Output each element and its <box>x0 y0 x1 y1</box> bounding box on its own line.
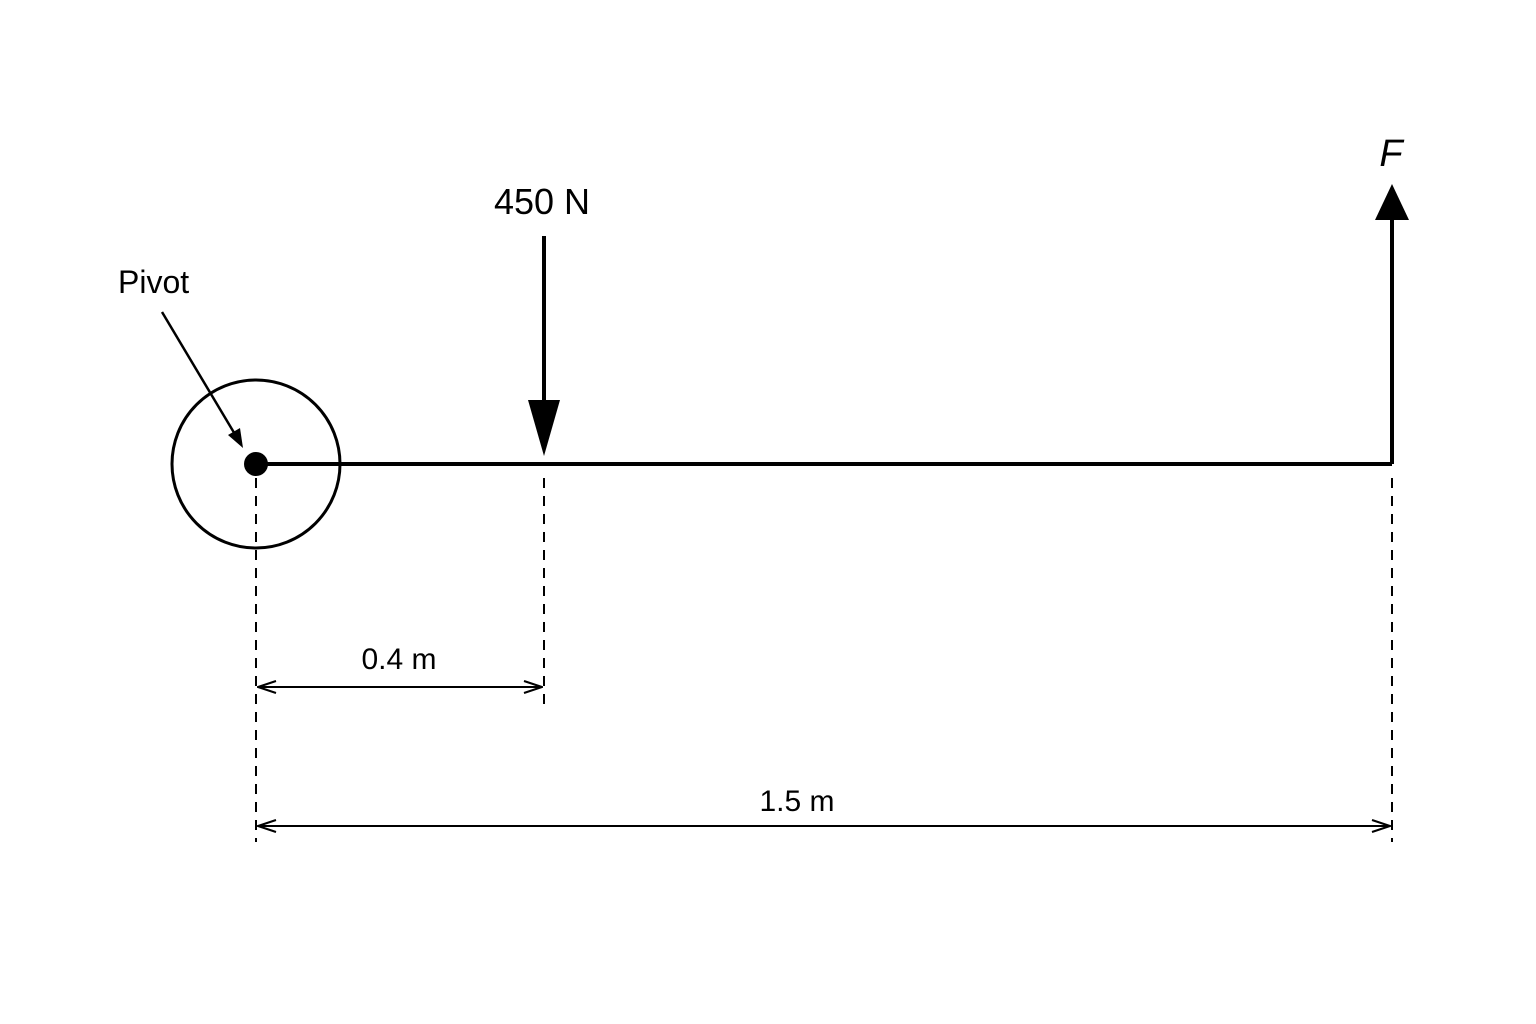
effort-label: F <box>1379 133 1404 175</box>
pivot-pointer-arrow <box>160 311 243 448</box>
pivot-label: Pivot <box>118 264 189 300</box>
effort-arrow <box>1375 184 1409 464</box>
load-label: 450 N <box>494 181 590 222</box>
long-distance-label: 1.5 m <box>759 785 834 818</box>
pivot-point <box>244 452 268 476</box>
short-distance-label: 0.4 m <box>361 643 436 676</box>
load-arrow <box>528 236 560 456</box>
